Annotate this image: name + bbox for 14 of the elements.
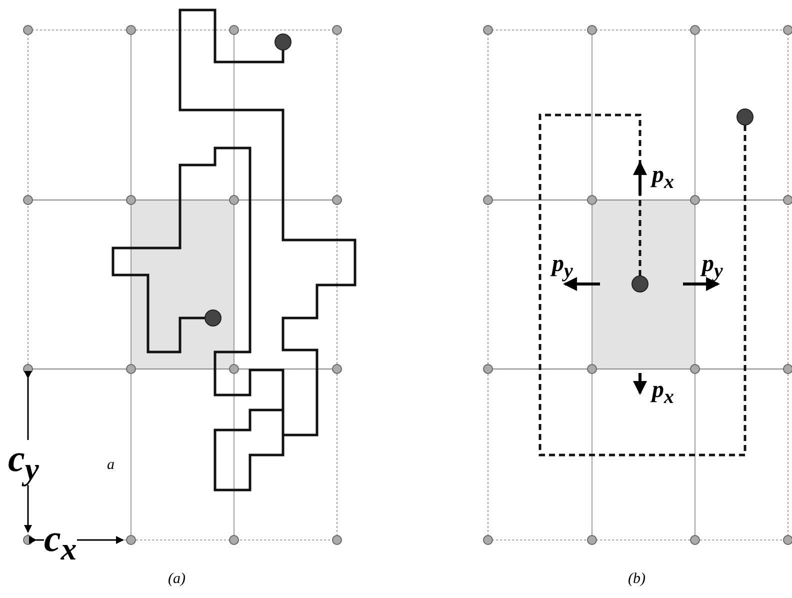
dashed-walk-path — [538, 114, 746, 456]
walker-dot — [204, 310, 222, 326]
walker-dot — [736, 108, 754, 126]
panel-label: (b) — [628, 572, 646, 587]
direction-label: p$_{x}$ — [652, 378, 674, 407]
walker-dot — [632, 276, 648, 292]
point-label: a — [107, 458, 114, 473]
panel-label: (a) — [168, 572, 186, 587]
direction-label: p$_{y}$ — [552, 252, 573, 281]
direction-label: p$_{x}$ — [652, 163, 674, 192]
walker-dot — [274, 34, 292, 50]
direction-label: p$_{y}$ — [702, 252, 723, 281]
dimension-label: c$_{y}$ — [8, 440, 39, 486]
lattice-walk-path — [112, 8, 356, 492]
